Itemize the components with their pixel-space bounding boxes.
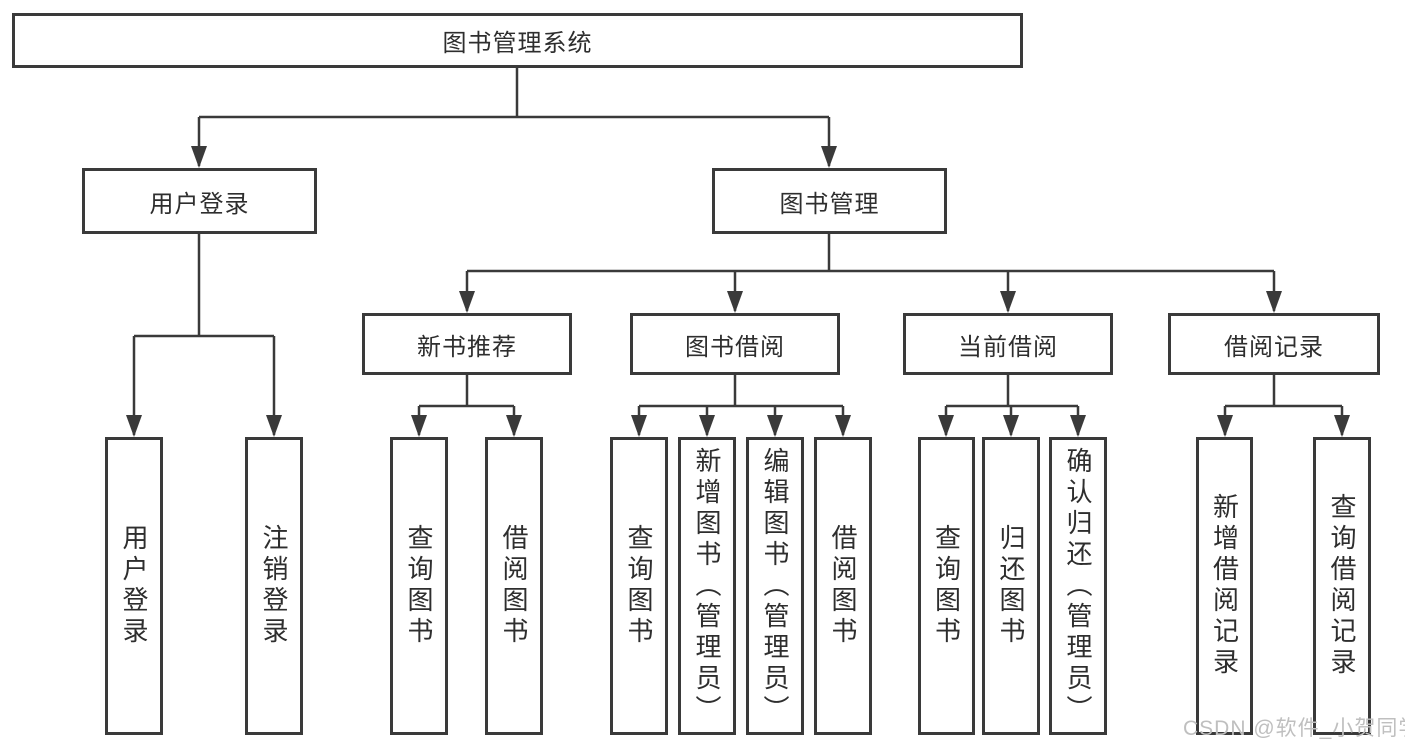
leaf-label: 确认归还（管理员）: [1063, 446, 1093, 726]
node-label: 图书管理系统: [442, 30, 593, 57]
leaf-label: 用户登录: [119, 524, 149, 648]
leaf-borrow-edit-books-admin: 编辑图书（管理员）: [746, 437, 804, 735]
node-label: 图书管理: [779, 190, 880, 218]
leaf-newbook-borrow-books: 借阅图书: [485, 437, 543, 735]
leaf-current-query-books: 查询图书: [918, 437, 975, 735]
leaf-newbook-query-books: 查询图书: [390, 437, 448, 735]
node-book-management: 图书管理: [712, 168, 947, 234]
node-label: 图书借阅: [685, 333, 785, 361]
leaf-label: 查询图书: [931, 524, 962, 648]
leaf-user-login: 用户登录: [105, 437, 163, 735]
leaf-label: 查询图书: [404, 524, 434, 648]
leaf-records-query-borrow-record: 查询借阅记录: [1313, 437, 1371, 735]
node-label: 新书推荐: [417, 333, 517, 361]
leaf-borrow-query-books: 查询图书: [610, 437, 668, 735]
leaf-label: 编辑图书（管理员）: [760, 446, 790, 726]
node-label: 借阅记录: [1224, 333, 1324, 361]
leaf-label: 查询图书: [624, 524, 654, 648]
leaf-label: 查询借阅记录: [1327, 493, 1357, 679]
leaf-logout: 注销登录: [245, 437, 303, 735]
node-user-login: 用户登录: [82, 168, 317, 234]
node-borrowing-records: 借阅记录: [1168, 313, 1380, 375]
leaf-label: 借阅图书: [828, 524, 858, 648]
leaf-label: 注销登录: [259, 524, 289, 648]
csdn-watermark: CSDN @软件_小贺同学: [1183, 717, 1405, 740]
node-label: 当前借阅: [958, 333, 1058, 361]
leaf-label: 新增借阅记录: [1209, 493, 1240, 679]
leaf-label: 借阅图书: [499, 524, 529, 648]
node-current-borrowing: 当前借阅: [903, 313, 1113, 375]
leaf-label: 新增图书（管理员）: [692, 446, 722, 726]
leaf-current-confirm-return-admin: 确认归还（管理员）: [1049, 437, 1107, 735]
leaf-label: 归还图书: [996, 524, 1026, 648]
node-library-management-system: 图书管理系统: [12, 13, 1023, 68]
node-book-borrowing: 图书借阅: [630, 313, 840, 375]
leaf-borrow-borrow-books: 借阅图书: [814, 437, 872, 735]
node-label: 用户登录: [149, 190, 250, 218]
leaf-current-return-books: 归还图书: [982, 437, 1040, 735]
node-new-book-recommendation: 新书推荐: [362, 313, 572, 375]
leaf-records-add-borrow-record: 新增借阅记录: [1196, 437, 1253, 735]
leaf-borrow-add-books-admin: 新增图书（管理员）: [678, 437, 736, 735]
